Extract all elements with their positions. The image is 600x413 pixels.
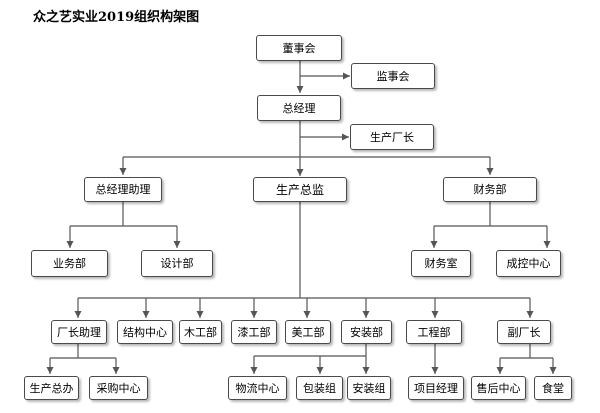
node-installation: 安装部 xyxy=(341,320,392,344)
node-painting: 漆工部 xyxy=(231,320,277,344)
node-production-director: 生产总监 xyxy=(253,177,347,202)
node-supervisors: 监事会 xyxy=(351,63,435,89)
node-install-team: 安装组 xyxy=(347,376,391,400)
node-after-sales: 售后中心 xyxy=(471,376,526,400)
node-structure-center: 结构中心 xyxy=(117,320,173,344)
node-production-office: 生产总办 xyxy=(24,376,79,400)
node-purchasing: 采购中心 xyxy=(89,376,148,400)
node-factory-assistant: 厂长助理 xyxy=(51,320,107,344)
node-finance: 财务部 xyxy=(443,177,537,202)
node-gm: 总经理 xyxy=(257,95,341,121)
node-plant-manager: 生产厂长 xyxy=(350,124,434,150)
node-sales: 业务部 xyxy=(31,250,108,277)
chart-title: 众之艺实业2019组织构架图 xyxy=(33,10,200,25)
node-design: 设计部 xyxy=(141,250,213,277)
node-art: 美工部 xyxy=(285,320,331,344)
node-engineering: 工程部 xyxy=(406,320,462,344)
node-packaging: 包装组 xyxy=(296,376,343,400)
node-deputy-manager: 副厂长 xyxy=(497,320,551,344)
node-logistics: 物流中心 xyxy=(228,376,287,400)
node-carpentry: 木工部 xyxy=(179,320,222,344)
node-board: 董事会 xyxy=(256,35,342,61)
node-project-manager: 项目经理 xyxy=(408,376,464,400)
node-cost-center: 成控中心 xyxy=(496,250,561,277)
node-finance-office: 财务室 xyxy=(411,250,471,277)
node-gm-assistant: 总经理助理 xyxy=(84,177,162,202)
node-canteen: 食堂 xyxy=(534,376,572,400)
